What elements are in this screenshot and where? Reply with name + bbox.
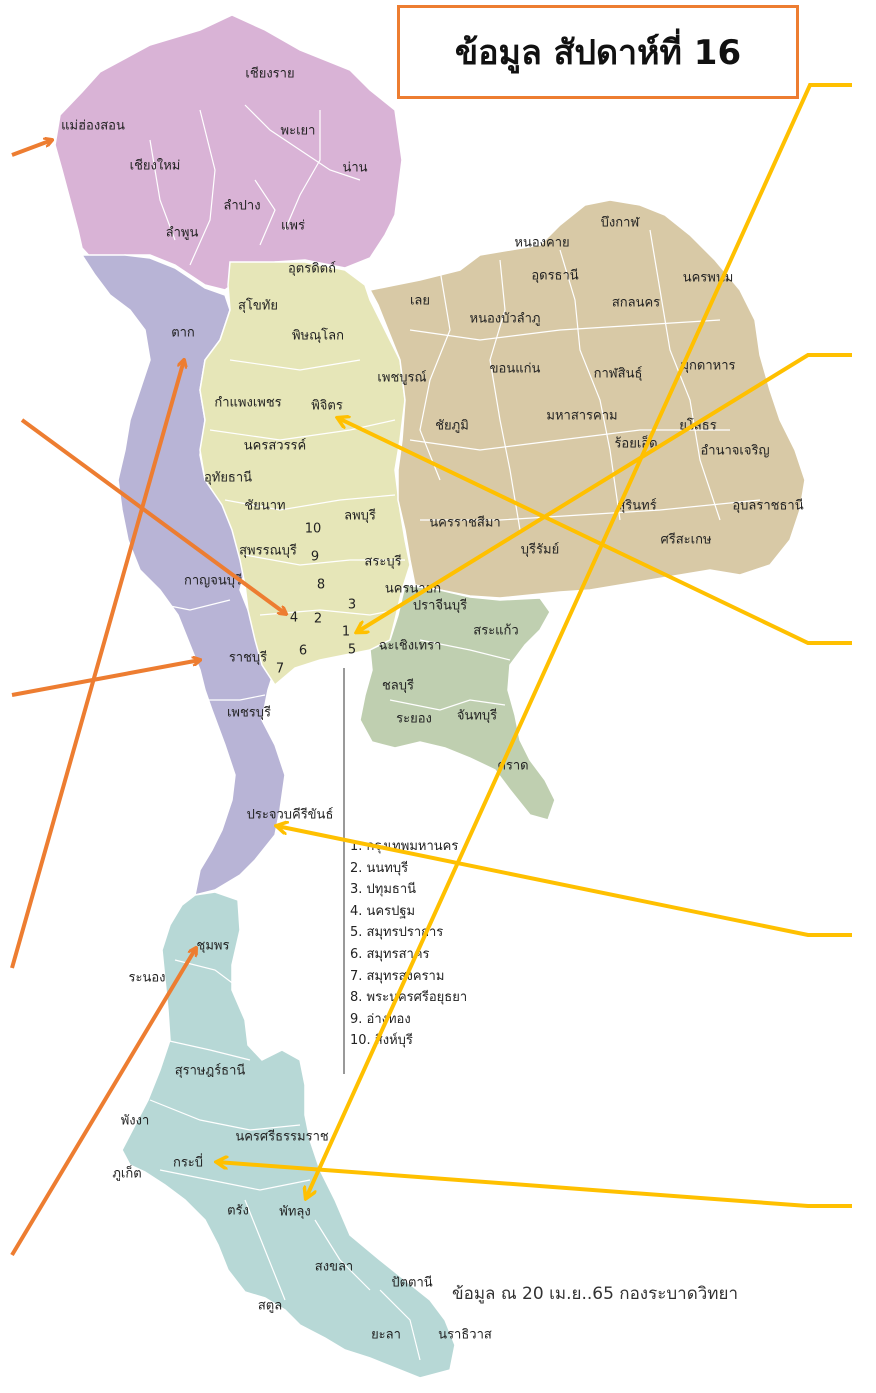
label-sisaket: ศรีสะเกษ — [660, 532, 712, 548]
label-saraburi: สระบุรี — [364, 554, 402, 570]
legend-item: 3. ปทุมธานี — [350, 882, 417, 898]
label-loei: เลย — [409, 293, 431, 309]
label-satun: สตูล — [257, 1298, 283, 1314]
label-chaiyaphum: ชัยภูมิ — [435, 418, 469, 434]
label-lampang: ลำปาง — [223, 198, 261, 214]
map-number-4: 4 — [289, 610, 299, 626]
label-phichit: พิจิตร — [311, 398, 343, 414]
label-bueng-kan: บึงกาฬ — [600, 215, 640, 231]
label-nong-bua-lamphu: หนองบัวลำภู — [469, 311, 541, 327]
label-lopburi: ลพบุรี — [344, 508, 376, 524]
label-chonburi: ชลบุรี — [381, 678, 415, 694]
label-udon-thani: อุดรธานี — [531, 268, 579, 284]
map-number-5: 5 — [347, 642, 357, 658]
label-tak: ตาก — [171, 325, 195, 341]
label-mae-hong-son: แม่ฮ่องสอน — [61, 118, 125, 134]
label-trang: ตรัง — [227, 1203, 249, 1219]
region-northeast — [368, 199, 806, 599]
label-phang-nga: พังงา — [120, 1113, 150, 1129]
map-number-3: 3 — [347, 597, 357, 613]
region-north — [54, 14, 403, 291]
label-yala: ยะลา — [371, 1327, 401, 1343]
map-number-7: 7 — [275, 661, 285, 677]
label-pattani: ปัตตานี — [391, 1275, 433, 1291]
label-chumphon: ชุมพร — [196, 938, 230, 954]
legend-list: 1. กรุงเทพมหานคร 2. นนทบุรี 3. ปทุมธานี … — [350, 836, 467, 1052]
legend-item: 10. สิงห์บุรี — [350, 1033, 413, 1049]
label-yasothon: ยโสธร — [679, 418, 717, 434]
map-number-6: 6 — [298, 643, 308, 659]
label-surin: สุรินทร์ — [617, 498, 657, 514]
legend-item: 6. สมุทรสาคร — [350, 946, 430, 962]
label-prachuap: ประจวบคีรีขันธ์ — [246, 807, 334, 823]
legend-item: 7. สมุทรสงคราม — [350, 968, 445, 984]
legend-divider — [343, 668, 345, 1074]
map-number-8: 8 — [316, 577, 326, 593]
label-surat-thani: สุราษฎร์ธานี — [174, 1063, 246, 1079]
legend-item: 5. สมุทรปราการ — [350, 925, 444, 941]
label-buriram: บุรีรัมย์ — [520, 542, 560, 558]
label-nakhon-phanom: นครพนม — [682, 270, 734, 286]
label-roi-et: ร้อยเอ็ด — [614, 436, 658, 452]
label-kalasin: กาฬสินธุ์ — [593, 366, 643, 382]
label-mukdahan: มุกดาหาร — [680, 358, 736, 374]
label-songkhla: สงขลา — [314, 1259, 354, 1275]
label-nakhon-ratchasima: นครราชสีมา — [429, 515, 501, 531]
label-sakon-nakhon: สกลนคร — [611, 295, 661, 311]
label-narathiwat: นราธิวาส — [438, 1327, 492, 1343]
label-suphan-buri: สุพรรณบุรี — [239, 543, 297, 559]
week-title: ข้อมูล สัปดาห์ที่ 16 — [397, 5, 799, 99]
label-ubon-ratchathani: อุบลราชธานี — [732, 498, 804, 514]
map-number-10: 10 — [304, 521, 322, 537]
label-nan: น่าน — [342, 160, 368, 176]
label-chai-nat: ชัยนาท — [244, 498, 286, 514]
label-uttaradit: อุตรดิตถ์ — [288, 261, 336, 277]
legend-item: 9. อ่างทอง — [350, 1011, 411, 1027]
map-number-2: 2 — [313, 611, 323, 627]
legend-item: 8. พระนครศรีอยุธยา — [350, 990, 468, 1006]
label-chiang-mai: เชียงใหม่ — [129, 158, 181, 174]
label-lamphun: ลำพูน — [165, 225, 199, 241]
label-phrae: แพร่ — [281, 218, 305, 234]
legend-item: 2. นนทบุรี — [350, 860, 409, 876]
label-phatthalung: พัทลุง — [279, 1204, 311, 1220]
label-ratchaburi: ราชบุรี — [228, 650, 268, 666]
data-source-note: ข้อมูล ณ 20 เม.ย..65 กองระบาดวิทยา — [452, 1284, 738, 1304]
label-amnat-charoen: อำนาจเจริญ — [700, 443, 770, 459]
label-prachin-buri: ปราจีนบุรี — [412, 598, 468, 614]
label-maha-sarakham: มหาสารคาม — [546, 408, 618, 424]
label-phayao: พะเยา — [280, 123, 316, 139]
label-chachoengsao: ฉะเชิงเทรา — [378, 638, 442, 654]
label-sa-kaeo: สระแก้ว — [473, 623, 519, 639]
label-ranong: ระนอง — [128, 970, 166, 986]
label-kamphaeng-phet: กำแพงเพชร — [214, 395, 282, 411]
legend-item: 4. นครปฐม — [350, 903, 416, 919]
label-nakhon-sawan: นครสวรรค์ — [243, 438, 307, 454]
map-number-9: 9 — [310, 549, 320, 565]
label-phetchabun: เพชบูรณ์ — [377, 370, 427, 386]
label-sukhothai: สุโขทัย — [238, 298, 278, 314]
label-phuket: ภูเก็ต — [112, 1166, 142, 1182]
label-trat: ตราด — [497, 758, 529, 774]
label-kanchanaburi: กาญจนบุรี — [184, 573, 242, 589]
label-phetchaburi: เพชรบุรี — [226, 705, 272, 721]
label-uthai-thani: อุทัยธานี — [203, 470, 253, 486]
label-chiang-rai: เชียงราย — [245, 66, 295, 82]
label-nong-khai: หนองคาย — [514, 235, 570, 251]
label-rayong: ระยอง — [396, 711, 432, 727]
label-nakhon-si-thammarat: นครศรีธรรมราช — [235, 1129, 329, 1145]
label-krabi: กระบี่ — [172, 1155, 204, 1171]
map-number-1: 1 — [341, 624, 351, 640]
legend-item: 1. กรุงเทพมหานคร — [350, 839, 459, 854]
label-phitsanulok: พิษณุโลก — [291, 328, 345, 344]
label-chanthaburi: จันทบุรี — [456, 708, 498, 724]
label-khon-kaen: ขอนแก่น — [489, 361, 541, 377]
